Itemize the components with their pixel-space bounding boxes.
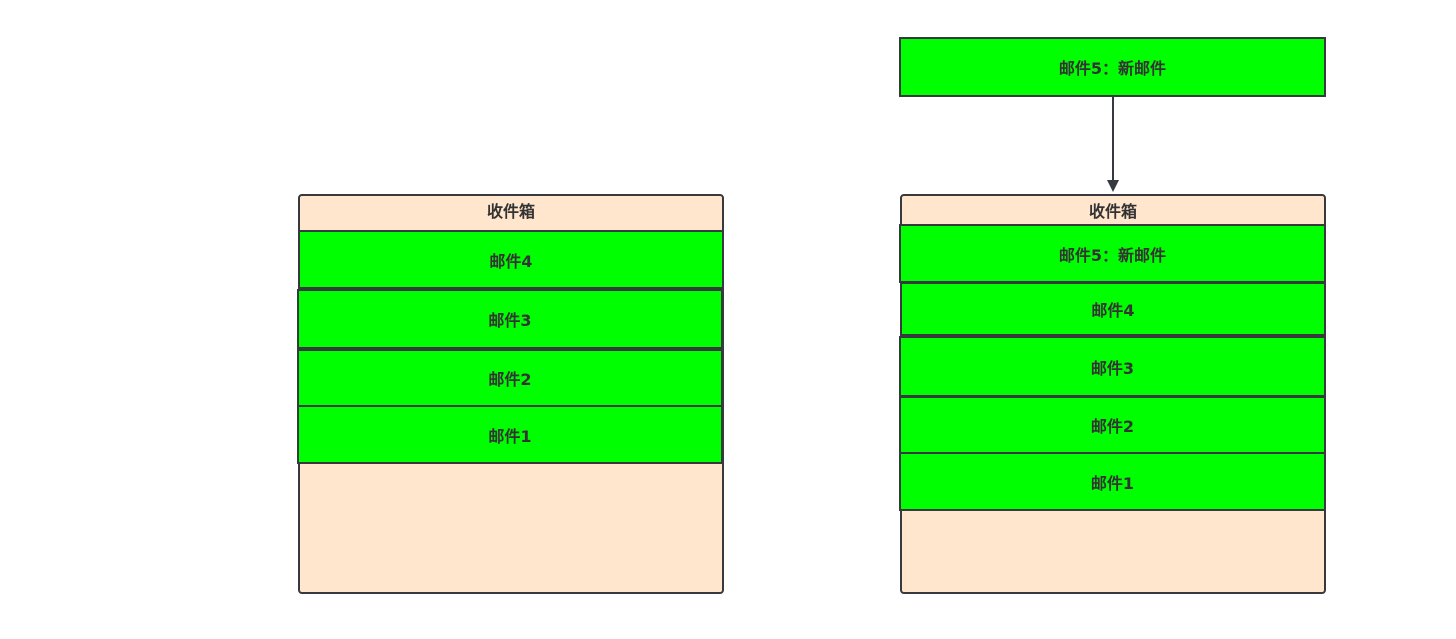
right-mail-item: 邮件5：新邮件 [899,224,1326,283]
right-mail-item: 邮件3 [899,336,1326,397]
right-inbox-title: 收件箱 [1088,202,1137,221]
left-mail-item: 邮件1 [297,405,723,464]
right-mail-item: 邮件2 [899,396,1326,454]
right-mail-item: 邮件1 [899,452,1326,511]
left-mail-item: 邮件2 [297,349,723,407]
left-mail-item: 邮件4 [298,230,724,289]
right-mail-item: 邮件4 [900,282,1326,336]
left-mail-item: 邮件3 [297,289,723,349]
incoming-mail: 邮件5：新邮件 [899,37,1326,97]
arrow-head [1107,180,1119,192]
left-inbox-title: 收件箱 [486,202,535,221]
